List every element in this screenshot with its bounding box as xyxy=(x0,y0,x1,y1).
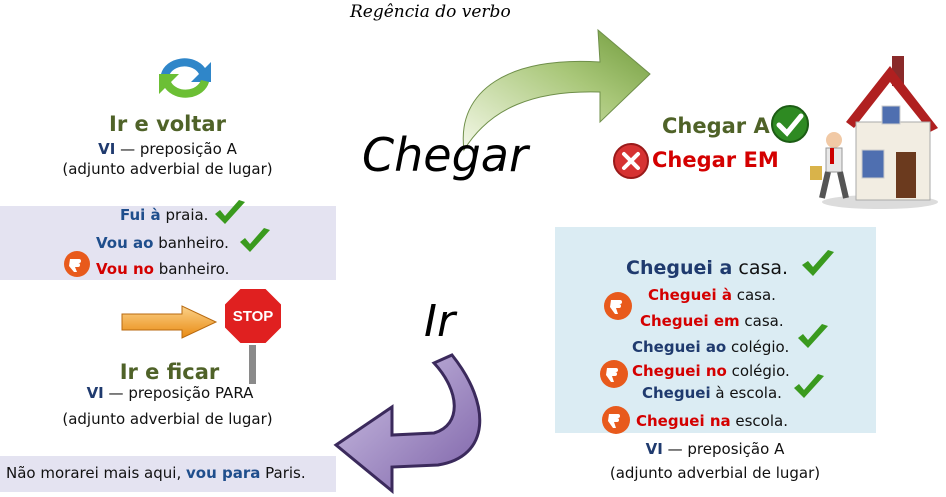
thumbs-down-icon xyxy=(602,406,630,434)
example-line: Cheguei na escola. xyxy=(636,412,788,430)
curved-arrow-left-icon xyxy=(333,353,482,495)
rule-line-right: VI — preposição A xyxy=(560,440,870,458)
example-line: Vou no banheiro. xyxy=(96,260,230,278)
vi-label: VI xyxy=(645,440,663,458)
house-icon xyxy=(810,56,938,209)
rule-line-left-bottom: VI — preposição PARA xyxy=(50,384,290,402)
word-chegar: Chegar xyxy=(362,128,528,182)
rule-text: — preposição A xyxy=(115,140,237,158)
page-title: Regência do verbo xyxy=(350,2,511,22)
check-circle-icon xyxy=(771,105,809,143)
heading-ir-e-ficar: Ir e ficar xyxy=(119,360,220,384)
checkmark-icon xyxy=(215,200,245,224)
curved-arrow-right-icon xyxy=(462,28,651,152)
checkmark-icon xyxy=(798,324,828,348)
note-left-bottom: (adjunto adverbial de lugar) xyxy=(62,410,273,428)
rule-text: — preposição A xyxy=(662,440,785,458)
thumbs-down-icon xyxy=(64,251,90,277)
word-ir: Ir xyxy=(424,296,456,347)
example-line: Fui à praia. xyxy=(120,206,209,224)
stop-sign-text: STOP xyxy=(233,308,274,325)
example-line: Cheguei à escola. xyxy=(642,384,782,402)
example-box-paris xyxy=(0,456,336,492)
chegar-em-label: Chegar EM xyxy=(652,148,779,172)
arrow-right-icon xyxy=(121,305,218,339)
checkmark-icon xyxy=(794,374,824,398)
example-line: Vou ao banheiro. xyxy=(96,234,229,252)
thumbs-down-icon xyxy=(604,292,632,320)
note-left-top: (adjunto adverbial de lugar) xyxy=(62,160,273,178)
rule-line-left-top: VI — preposição A xyxy=(60,140,275,158)
note-right: (adjunto adverbial de lugar) xyxy=(609,464,821,482)
chegar-a-label: Chegar A xyxy=(662,114,770,138)
checkmark-icon xyxy=(240,228,270,252)
error-circle-icon xyxy=(613,143,649,179)
checkmark-icon xyxy=(802,250,834,276)
example-paris: Não morarei mais aqui, vou para Paris. xyxy=(6,464,306,482)
rule-text: — preposição PARA xyxy=(103,384,254,402)
examples-box-left xyxy=(0,206,336,280)
vi-label: VI xyxy=(98,140,116,158)
vi-label: VI xyxy=(86,384,104,402)
example-line: Cheguei ao colégio. xyxy=(632,338,790,356)
heading-ir-e-voltar: Ir e voltar xyxy=(109,112,226,136)
example-line: Cheguei no colégio. xyxy=(632,362,790,380)
example-line: Cheguei em casa. xyxy=(640,312,784,330)
stop-sign-icon: STOP xyxy=(223,287,283,384)
main-example: Cheguei a casa. xyxy=(626,257,789,279)
refresh-icon xyxy=(159,58,211,98)
example-line: Cheguei à casa. xyxy=(648,286,776,304)
thumbs-down-icon xyxy=(600,360,628,388)
